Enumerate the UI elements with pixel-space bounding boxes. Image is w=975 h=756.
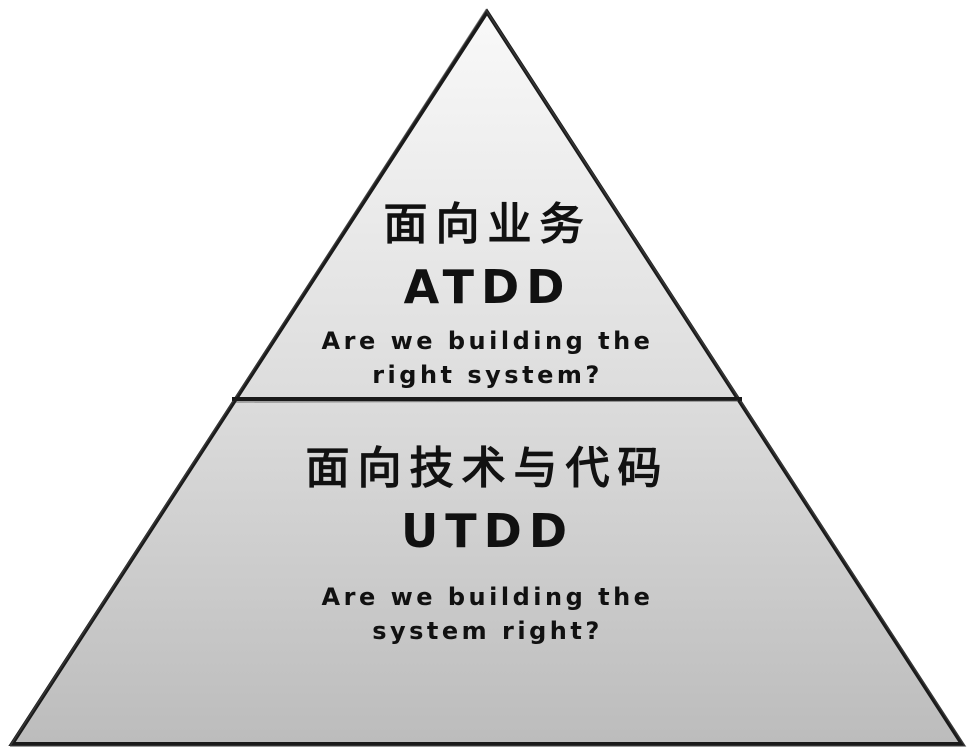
bottom-tier-question: Are we building the system right? <box>0 580 975 648</box>
top-tier-question-line1: Are we building the <box>321 327 654 355</box>
pyramid-divider-sketch <box>235 400 739 403</box>
pyramid-sketch-outline <box>9 8 967 747</box>
bottom-tier-abbreviation: UTDD <box>400 504 575 558</box>
pyramid-triangle <box>8 8 966 746</box>
top-tier-heading: 面向业务 <box>383 199 592 250</box>
bottom-tier-heading: 面向技术与代码 <box>305 443 670 494</box>
top-tier-question-line2: right system? <box>372 361 603 389</box>
top-tier-question: Are we building the right system? <box>0 324 975 392</box>
bottom-tier-question-line2: system right? <box>372 617 603 645</box>
top-tier-abbreviation: ATDD <box>403 260 572 314</box>
bottom-tier-question-line1: Are we building the <box>321 583 654 611</box>
